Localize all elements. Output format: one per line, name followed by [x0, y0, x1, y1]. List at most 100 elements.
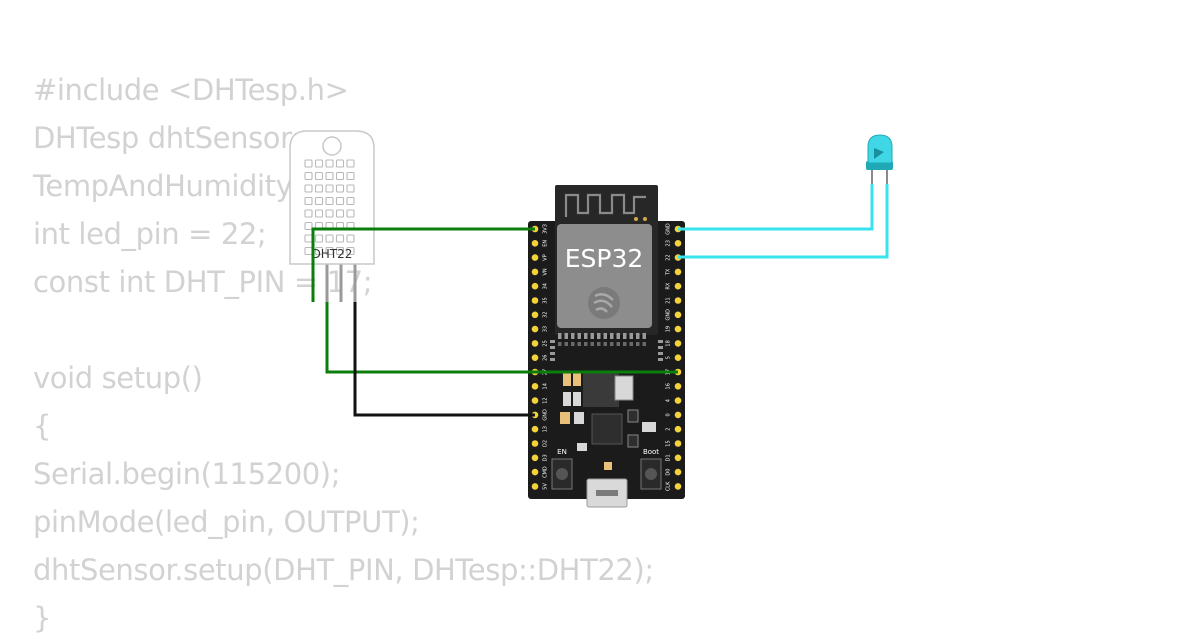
module-pad	[577, 333, 581, 339]
grille-slot	[314, 246, 324, 256]
header-pin[interactable]	[531, 483, 539, 490]
pin-label: 2	[666, 428, 672, 431]
pin-label: 0	[666, 413, 672, 416]
module-pad	[577, 342, 581, 346]
dht22-leads	[311, 263, 357, 302]
header-pin[interactable]	[674, 397, 682, 404]
header-pin[interactable]	[674, 340, 682, 347]
espressif-logo-icon	[588, 287, 620, 319]
left-pin-header: 3V3ENVPVN343532332526271412GND13D2D3CMD5…	[531, 224, 549, 490]
wire-vcc[interactable]	[311, 227, 535, 302]
header-pin[interactable]	[674, 425, 682, 433]
header-pin[interactable]	[674, 468, 682, 476]
pin-label: D2	[543, 440, 549, 447]
smd-part	[574, 412, 584, 424]
pin-label: 23	[666, 240, 672, 246]
smd-part	[563, 372, 571, 386]
led-dome	[867, 134, 893, 164]
led[interactable]	[866, 134, 893, 184]
header-pin[interactable]	[531, 268, 539, 276]
pin-label: 14	[543, 383, 549, 389]
header-pin[interactable]	[674, 354, 682, 362]
header-pin[interactable]	[531, 297, 539, 304]
pin-label: 33	[543, 326, 549, 332]
grille-slot	[325, 184, 334, 193]
smd-part	[627, 434, 639, 448]
header-pin[interactable]	[531, 468, 539, 476]
header-pin[interactable]	[531, 282, 539, 290]
module-pad	[642, 342, 646, 346]
module-pad	[643, 217, 647, 221]
pin-label: 15	[666, 440, 672, 446]
grille-slot	[335, 171, 345, 181]
module-pad	[584, 333, 588, 339]
header-pin[interactable]	[531, 240, 539, 247]
boot-button[interactable]	[640, 458, 662, 490]
header-pin[interactable]	[674, 240, 682, 247]
pin-label: D1	[666, 454, 672, 461]
module-pad	[629, 342, 633, 346]
header-pin[interactable]	[674, 311, 682, 319]
module-pad	[597, 342, 601, 346]
grille-slot	[314, 159, 324, 168]
header-pin[interactable]	[531, 383, 539, 390]
wire-gnd[interactable]	[353, 302, 535, 417]
regulator	[583, 373, 619, 407]
dht22-sensor[interactable]: DHT22	[289, 130, 375, 302]
header-pin[interactable]	[674, 297, 682, 304]
header-pin[interactable]	[674, 268, 682, 276]
header-pin[interactable]	[674, 440, 682, 447]
grille-slot	[325, 234, 334, 243]
header-pin[interactable]	[531, 354, 539, 362]
micro-usb-port[interactable]	[586, 478, 628, 508]
header-pin[interactable]	[531, 311, 539, 319]
esp32-board[interactable]: ESP32 EN Boot	[528, 185, 685, 508]
smd-part	[573, 372, 581, 386]
pin-label: 5	[666, 356, 672, 359]
grille-slot	[346, 196, 355, 206]
grille-slot	[346, 184, 355, 193]
grille-slot	[346, 209, 355, 218]
smd-part	[560, 412, 570, 424]
header-pin[interactable]	[674, 411, 682, 419]
pin-label: D3	[543, 454, 549, 461]
header-pin[interactable]	[674, 282, 682, 290]
header-pin[interactable]	[531, 425, 539, 433]
code-line: pinMode(led_pin, OUTPUT);	[33, 505, 420, 539]
wire-led-anode[interactable]	[678, 184, 889, 259]
header-pin[interactable]	[531, 340, 539, 347]
grille-slot	[325, 171, 334, 181]
header-pin[interactable]	[531, 325, 539, 333]
grille-slot	[314, 209, 324, 218]
module-pad	[610, 342, 614, 346]
pin-label: 35	[543, 297, 549, 303]
smd-part	[627, 409, 639, 423]
grille-slot	[314, 234, 324, 243]
en-button[interactable]	[551, 458, 573, 490]
pin-label: EN	[543, 240, 549, 247]
header-pin[interactable]	[531, 254, 539, 261]
header-pin[interactable]	[531, 440, 539, 447]
header-pin[interactable]	[674, 383, 682, 390]
module-pad	[550, 352, 555, 355]
code-line: int led_pin = 22;	[33, 217, 267, 251]
pin-label: 12	[543, 397, 549, 403]
code-line: void setup()	[33, 361, 203, 395]
wire-led-cathode[interactable]	[678, 184, 874, 231]
header-pin[interactable]	[531, 397, 539, 404]
header-pin[interactable]	[674, 454, 682, 462]
module-pad	[564, 342, 568, 346]
header-pin[interactable]	[531, 454, 539, 462]
pin-label: 21	[666, 297, 672, 303]
header-pin[interactable]	[674, 483, 682, 490]
header-pin[interactable]	[674, 325, 682, 333]
grille-slot	[304, 234, 313, 243]
module-pad	[616, 342, 620, 346]
pin-label: 5V	[543, 483, 549, 490]
module-pad	[610, 333, 614, 339]
module-pad	[558, 333, 562, 339]
module-pad	[571, 333, 575, 339]
wire-data[interactable]	[325, 302, 678, 374]
grille-slot	[325, 209, 334, 218]
grille-slot	[335, 234, 345, 243]
